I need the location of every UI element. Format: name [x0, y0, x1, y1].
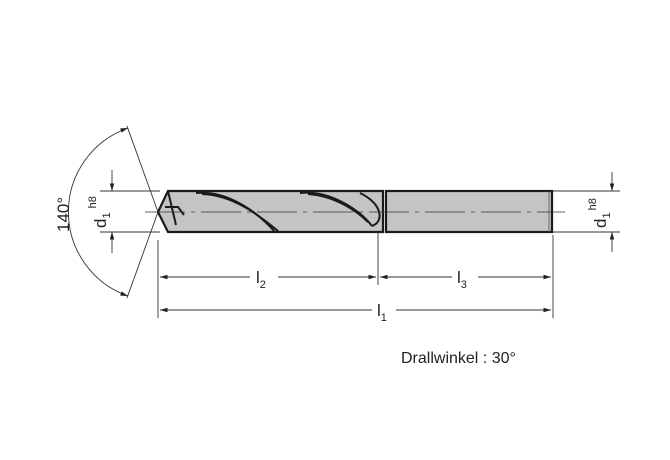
diameter-dimension-left: d1h8: [87, 170, 160, 253]
shank: [384, 189, 554, 234]
svg-text:d1h8: d1h8: [587, 198, 613, 228]
d-label: d: [91, 219, 110, 228]
angle-label: 140°: [54, 197, 73, 232]
l1-label: l1: [377, 301, 387, 324]
flutes: [165, 190, 381, 233]
drill-body: [145, 189, 565, 234]
flute-section: [156, 189, 385, 234]
svg-text:d1h8: d1h8: [87, 196, 113, 228]
point-angle-dimension: 140°: [54, 125, 159, 299]
l3-label: l3: [457, 268, 467, 291]
helix-angle-note: Drallwinkel : 30°: [401, 350, 516, 367]
l2-label: l2: [256, 268, 266, 291]
diameter-dimension-right: d1h8: [553, 172, 620, 252]
length-dimensions: l2 l3 l1: [157, 232, 554, 324]
